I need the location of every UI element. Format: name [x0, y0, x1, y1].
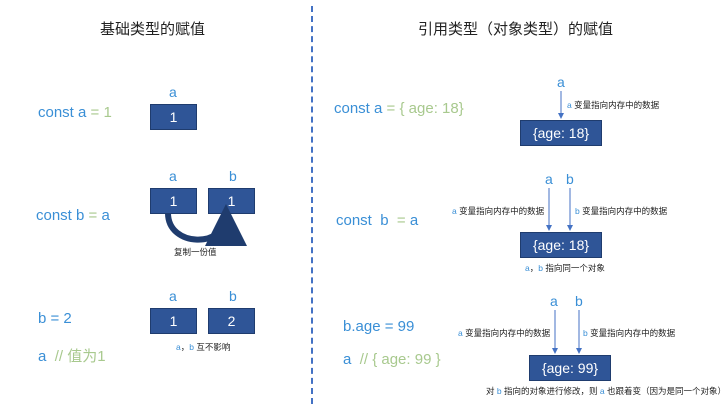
code-const-a: const a = 1	[38, 104, 112, 121]
copy-value-note: 复制一份值	[174, 247, 217, 257]
right-title: 引用类型（对象类型）的赋值	[418, 21, 614, 38]
label-b: b	[229, 168, 237, 184]
object-box: {age: 18}	[520, 120, 602, 146]
label-a: a	[169, 84, 177, 100]
label-a: a	[169, 168, 177, 184]
code-a-object-comment: a // { age: 99 }	[343, 351, 441, 368]
code-const-a-object: const a = { age: 18}	[334, 100, 464, 117]
code-b-age-assign: b.age = 99	[343, 318, 415, 335]
memory-box-b: 2	[208, 308, 255, 334]
label-b: b	[575, 293, 583, 309]
same-object-note: a，b 指向同一个对象	[525, 263, 605, 273]
object-box: {age: 18}	[520, 232, 602, 258]
left-title: 基础类型的赋值	[100, 21, 206, 38]
code-const-b: const b = a	[36, 207, 110, 224]
label-a: a	[169, 288, 177, 304]
label-a: a	[550, 293, 558, 309]
memory-box-a: 1	[150, 104, 197, 130]
memory-box-a: 1	[150, 308, 197, 334]
label-b: b	[566, 171, 574, 187]
code-const-b-ref: const b = a	[336, 212, 419, 229]
code-b-assign: b = 2	[38, 310, 72, 327]
label-b: b	[229, 288, 237, 304]
pointer-note-b: b 变量指向内存中的数据	[583, 328, 676, 338]
label-a: a	[557, 74, 565, 90]
code-a-comment: a // 值为1	[38, 348, 106, 365]
label-a: a	[545, 171, 553, 187]
pointer-note-b: b 变量指向内存中的数据	[575, 206, 668, 216]
mutation-note: 对 b 指向的对象进行修改，则 a 也跟着变（因为是同一个对象）	[486, 386, 724, 396]
pointer-note-a: a 变量指向内存中的数据	[458, 328, 551, 338]
pointer-note-a: a 变量指向内存中的数据	[452, 206, 545, 216]
memory-box-a: 1	[150, 188, 197, 214]
section-divider	[311, 6, 313, 404]
copy-arrow	[165, 204, 247, 247]
pointer-note-a: a 变量指向内存中的数据	[567, 100, 660, 110]
independent-note: a，b 互不影响	[176, 342, 231, 352]
object-box: {age: 99}	[529, 355, 611, 381]
